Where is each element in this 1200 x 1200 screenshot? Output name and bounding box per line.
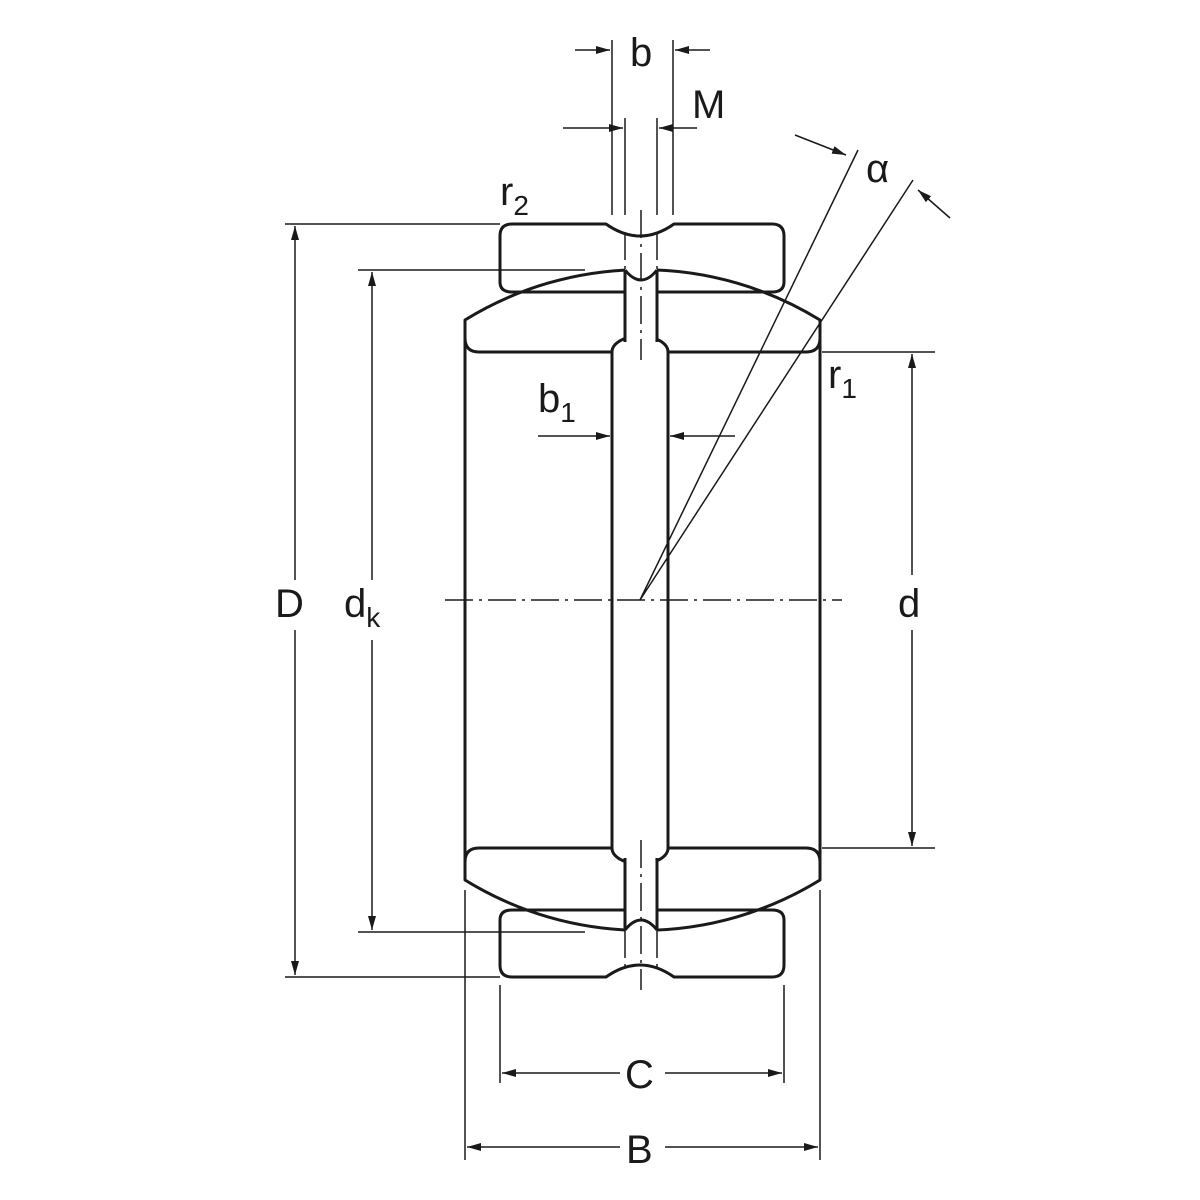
label-C: C	[625, 1053, 654, 1097]
label-B: B	[626, 1128, 653, 1172]
label-b1: b1	[538, 377, 576, 428]
inner-ring-bottom-section	[463, 846, 822, 932]
label-b: b	[630, 31, 652, 75]
outer-ring-top	[498, 222, 786, 294]
label-r1: r1	[828, 353, 857, 404]
outer-ring-bottom	[498, 908, 786, 979]
label-D: D	[275, 582, 304, 626]
inner-ring-top-section	[463, 268, 822, 354]
label-M: M	[692, 83, 725, 127]
center-line	[445, 210, 842, 990]
label-r2: r2	[500, 170, 529, 221]
label-alpha: α	[866, 147, 889, 191]
tilt-angle-lines	[639, 149, 914, 601]
label-d: d	[898, 582, 920, 626]
label-dk: dk	[344, 582, 381, 633]
